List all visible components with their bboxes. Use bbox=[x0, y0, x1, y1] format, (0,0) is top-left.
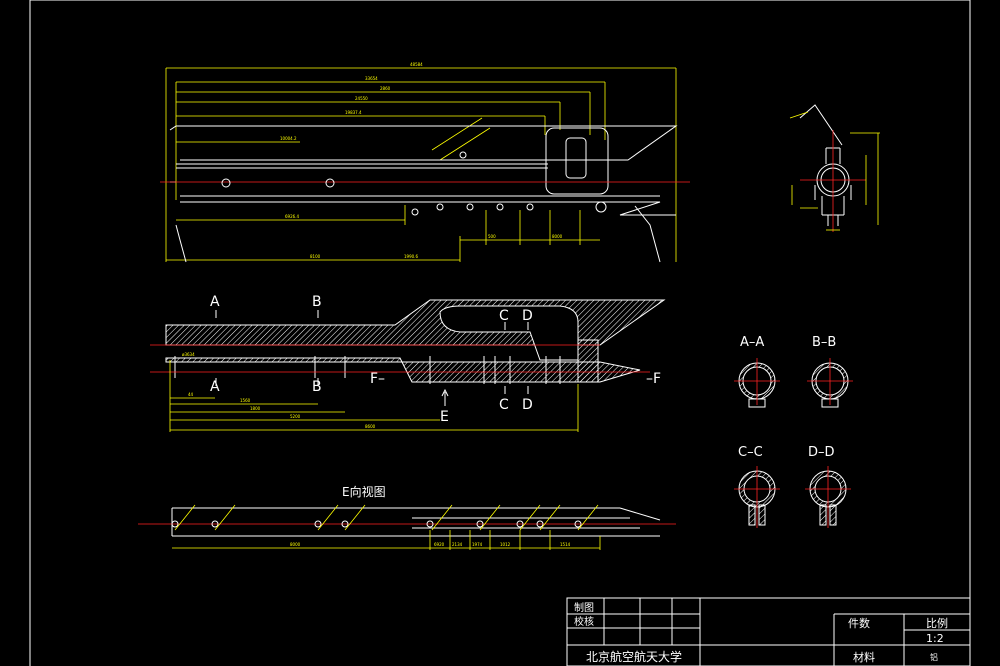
e-view-outline bbox=[171, 507, 661, 537]
section-dim-5: 8600 bbox=[365, 424, 376, 429]
label-d-bottom: D bbox=[522, 397, 533, 413]
e-dim-2: 6920 bbox=[434, 542, 445, 547]
title-block-scale-label: 比例 bbox=[926, 616, 948, 630]
title-block-check: 校核 bbox=[574, 615, 594, 628]
section-view-cut-markers bbox=[215, 310, 529, 406]
dim-length-4: 24550 bbox=[355, 96, 368, 101]
section-bb: B–B bbox=[807, 335, 853, 408]
title-block-draw: 制图 bbox=[574, 601, 594, 614]
title-block-scale-value: 1:2 bbox=[926, 632, 944, 645]
e-view: E向视图 bbox=[138, 484, 676, 550]
e-dim-1: 8000 bbox=[290, 542, 301, 547]
section-details: A–A B–B C–C D–D bbox=[734, 335, 853, 528]
e-view-holes bbox=[171, 520, 582, 528]
section-dim-4: 5200 bbox=[290, 414, 301, 419]
e-dim-6: 1514 bbox=[560, 542, 571, 547]
dim-overall-length: 48584 bbox=[410, 62, 423, 67]
label-c-top: C bbox=[499, 308, 509, 324]
dim-length-9: 1990.6 bbox=[404, 254, 418, 259]
title-block-material-label: 材料 bbox=[853, 650, 875, 664]
title-block-quantity: 件数 bbox=[848, 617, 870, 630]
section-view-labels: A B C D A B C D F– –F E bbox=[210, 294, 661, 425]
end-detail-view bbox=[789, 104, 880, 232]
e-view-dimension-lines bbox=[172, 504, 601, 550]
section-view-lower-body bbox=[165, 357, 641, 383]
section-dim-6: ø3634 bbox=[182, 352, 195, 357]
section-dim-2: 1560 bbox=[240, 398, 251, 403]
dim-length-2: 33654 bbox=[365, 76, 378, 81]
e-view-dimension-texts: 8000 6920 2134 1974 1012 1514 bbox=[290, 542, 571, 547]
section-view-center-lines bbox=[150, 344, 650, 373]
section-dd: D–D bbox=[805, 445, 851, 528]
section-aa: A–A bbox=[734, 335, 780, 408]
label-a-bottom: A bbox=[210, 379, 220, 395]
section-view-dimension-lines bbox=[169, 360, 579, 432]
drawing-frame bbox=[29, 0, 971, 666]
label-a-top: A bbox=[210, 294, 220, 310]
e-dim-5: 1012 bbox=[500, 542, 511, 547]
label-b-top: B bbox=[312, 294, 322, 310]
e-dim-3: 2134 bbox=[452, 542, 463, 547]
section-view: 44 1560 1800 5200 8600 ø3634 A B C D A bbox=[150, 294, 666, 432]
label-b-bottom: B bbox=[312, 379, 322, 395]
section-dim-1: 44 bbox=[188, 392, 194, 397]
section-aa-label: A–A bbox=[740, 335, 764, 350]
section-view-dimension-texts: 44 1560 1800 5200 8600 ø3634 bbox=[182, 352, 376, 429]
dim-length-7: 6926.4 bbox=[285, 214, 299, 219]
title-block: 制图 校核 件数 比例 1:2 材料 铝 北京航空航天大学 bbox=[566, 597, 971, 666]
section-dim-3: 1800 bbox=[250, 406, 261, 411]
section-cc: C–C bbox=[734, 445, 780, 528]
section-view-slot bbox=[439, 305, 579, 361]
label-f-right: –F bbox=[646, 371, 661, 387]
label-e-arrow: E bbox=[440, 409, 449, 425]
dim-length-11: 8000 bbox=[552, 234, 563, 239]
section-view-end-block bbox=[577, 339, 599, 383]
title-block-school: 北京航空航天大学 bbox=[586, 649, 682, 664]
label-c-bottom: C bbox=[499, 397, 509, 413]
label-f-left: F– bbox=[370, 371, 385, 387]
title-block-material-value: 铝 bbox=[930, 652, 938, 662]
section-bb-label: B–B bbox=[812, 335, 836, 350]
main-view-holes bbox=[221, 151, 607, 216]
section-cc-label: C–C bbox=[738, 445, 763, 460]
section-dd-label: D–D bbox=[808, 445, 835, 460]
dim-length-10: 500 bbox=[488, 234, 496, 239]
main-view-dimension-texts: 48584 33654 2860 24550 19837.4 10004.2 6… bbox=[280, 62, 563, 259]
label-d-top: D bbox=[522, 308, 533, 324]
dim-length-6: 10004.2 bbox=[280, 136, 297, 141]
main-view-dimension-lines bbox=[165, 67, 677, 262]
section-view-vertical-lines bbox=[174, 356, 561, 384]
dim-length-3: 2860 bbox=[380, 86, 391, 91]
e-view-title: E向视图 bbox=[342, 484, 386, 499]
main-view-outline bbox=[169, 125, 678, 263]
e-dim-4: 1974 bbox=[472, 542, 483, 547]
main-view: 48584 33654 2860 24550 19837.4 10004.2 6… bbox=[160, 62, 690, 263]
dim-length-5: 19837.4 bbox=[345, 110, 362, 115]
dim-length-8: 8100 bbox=[310, 254, 321, 259]
